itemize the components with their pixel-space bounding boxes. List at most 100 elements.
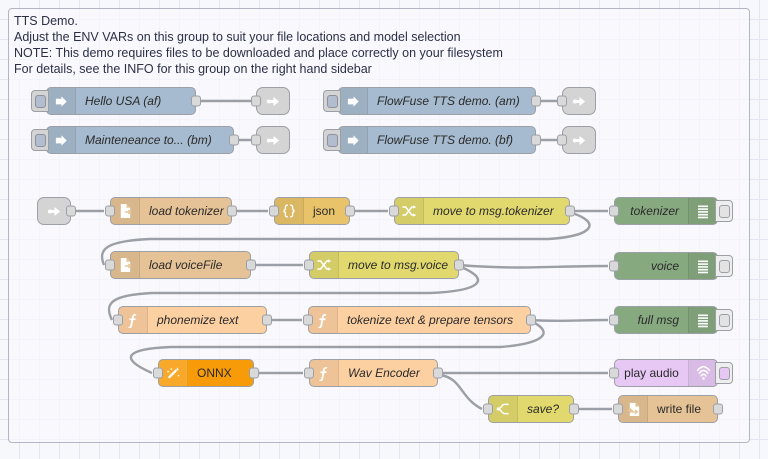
input-port[interactable] xyxy=(609,314,619,326)
json-node[interactable]: json xyxy=(269,197,355,225)
switch-node-save[interactable]: save? xyxy=(483,395,579,423)
file-in-node-load-voicefile[interactable]: load voiceFile xyxy=(105,251,256,279)
switch-icon xyxy=(489,396,518,422)
link-out-node-3[interactable] xyxy=(557,87,596,115)
input-port[interactable] xyxy=(609,367,619,379)
output-port[interactable] xyxy=(433,367,443,379)
debug-enable-button[interactable] xyxy=(715,255,733,277)
output-port[interactable] xyxy=(531,134,541,146)
function-f-icon xyxy=(310,360,339,386)
debug-node-voice[interactable]: voice xyxy=(609,252,733,280)
file-out-node-write-file[interactable]: write file xyxy=(613,395,723,423)
inject-button-glyph xyxy=(34,94,46,108)
input-port[interactable] xyxy=(609,205,619,217)
function-node-wav-encoder[interactable]: Wav Encoder xyxy=(304,359,443,387)
link-in-node[interactable] xyxy=(37,197,76,225)
link-out-icon xyxy=(563,88,595,114)
input-port[interactable] xyxy=(303,314,313,326)
file-out-icon xyxy=(619,396,648,422)
braces-icon xyxy=(275,198,304,224)
shuffle-icon xyxy=(310,252,339,278)
debug-node-full-msg[interactable]: full msg xyxy=(609,306,733,334)
output-port[interactable] xyxy=(66,205,76,217)
input-port[interactable] xyxy=(269,205,279,217)
debug-enable-button[interactable] xyxy=(715,309,733,331)
node-label: load voiceFile xyxy=(149,258,223,272)
output-port[interactable] xyxy=(191,95,201,107)
inject-node-flowfuse-am[interactable]: FlowFuse TTS demo. (am) xyxy=(323,87,541,115)
output-port[interactable] xyxy=(229,134,239,146)
output-port[interactable] xyxy=(227,205,237,217)
inject-button-glyph xyxy=(326,133,338,147)
link-out-icon xyxy=(563,127,595,153)
output-port[interactable] xyxy=(713,403,723,415)
group-comment-line-3: NOTE: This demo requires files to be dow… xyxy=(14,46,503,60)
inject-node-label: FlowFuse TTS demo. (am) xyxy=(377,94,520,108)
inject-fire-button[interactable] xyxy=(323,129,341,151)
debug-button-glyph xyxy=(718,204,730,218)
debug-enable-button[interactable] xyxy=(715,200,733,222)
input-port[interactable] xyxy=(105,259,115,271)
link-out-node-1[interactable] xyxy=(251,87,290,115)
output-port[interactable] xyxy=(569,403,579,415)
debug-node-tokenizer[interactable]: tokenizer xyxy=(609,197,733,225)
link-in-icon xyxy=(38,198,70,224)
inject-fire-button[interactable] xyxy=(323,90,341,112)
node-label: load tokenizer xyxy=(149,204,224,218)
input-port[interactable] xyxy=(251,134,261,146)
debug-button-glyph xyxy=(718,259,730,273)
inject-fire-button[interactable] xyxy=(31,129,49,151)
input-port[interactable] xyxy=(304,367,314,379)
file-in-node-load-tokenizer[interactable]: load tokenizer xyxy=(105,197,237,225)
debug-button-glyph xyxy=(718,313,730,327)
input-port[interactable] xyxy=(557,134,567,146)
node-label: move to msg.tokenizer xyxy=(433,204,554,218)
input-port[interactable] xyxy=(153,367,163,379)
input-port[interactable] xyxy=(557,95,567,107)
audio-enable-button[interactable] xyxy=(715,362,733,384)
input-port[interactable] xyxy=(389,205,399,217)
output-port[interactable] xyxy=(531,95,541,107)
inject-node-flowfuse-bf[interactable]: FlowFuse TTS demo. (bf) xyxy=(323,126,541,154)
speaker-waves-icon xyxy=(688,360,717,386)
link-out-node-4[interactable] xyxy=(557,126,596,154)
inject-arrow-icon xyxy=(47,127,76,153)
output-port[interactable] xyxy=(249,367,259,379)
node-label: phonemize text xyxy=(157,313,239,327)
input-port[interactable] xyxy=(613,403,623,415)
inject-node-hello-usa[interactable]: Hello USA (af) xyxy=(31,87,201,115)
inject-node-label: Hello USA (af) xyxy=(85,94,162,108)
change-node-move-to-voice[interactable]: move to msg.voice xyxy=(304,251,464,279)
audio-button-glyph xyxy=(718,366,730,380)
group-comment-line-1: TTS Demo. xyxy=(14,14,78,28)
output-port[interactable] xyxy=(246,259,256,271)
node-label: full msg xyxy=(637,313,679,327)
output-port[interactable] xyxy=(345,205,355,217)
inject-node-label: Mainteneance to... (bm) xyxy=(85,133,212,147)
node-label: voice xyxy=(650,259,679,273)
input-port[interactable] xyxy=(105,205,115,217)
magic-wand-icon xyxy=(159,360,188,386)
change-node-move-to-tokenizer[interactable]: move to msg.tokenizer xyxy=(389,197,575,225)
inject-fire-button[interactable] xyxy=(31,90,49,112)
audio-out-node-play-audio[interactable]: play audio xyxy=(609,359,733,387)
input-port[interactable] xyxy=(304,259,314,271)
debug-bars-icon xyxy=(688,198,717,224)
input-port[interactable] xyxy=(609,260,619,272)
input-port[interactable] xyxy=(483,403,493,415)
onnx-node[interactable]: ONNX xyxy=(153,359,259,387)
function-node-tokenize-prepare-tensors[interactable]: tokenize text & prepare tensors xyxy=(303,306,536,334)
function-node-phonemize-text[interactable]: phonemize text xyxy=(113,306,272,334)
output-port[interactable] xyxy=(262,314,272,326)
link-out-icon xyxy=(257,88,289,114)
debug-bars-icon xyxy=(688,253,717,279)
input-port[interactable] xyxy=(251,95,261,107)
output-port[interactable] xyxy=(565,205,575,217)
inject-button-glyph xyxy=(326,94,338,108)
link-out-node-2[interactable] xyxy=(251,126,290,154)
output-port[interactable] xyxy=(454,259,464,271)
output-port[interactable] xyxy=(526,314,536,326)
input-port[interactable] xyxy=(113,314,123,326)
inject-node-maintenance[interactable]: Mainteneance to... (bm) xyxy=(31,126,239,154)
